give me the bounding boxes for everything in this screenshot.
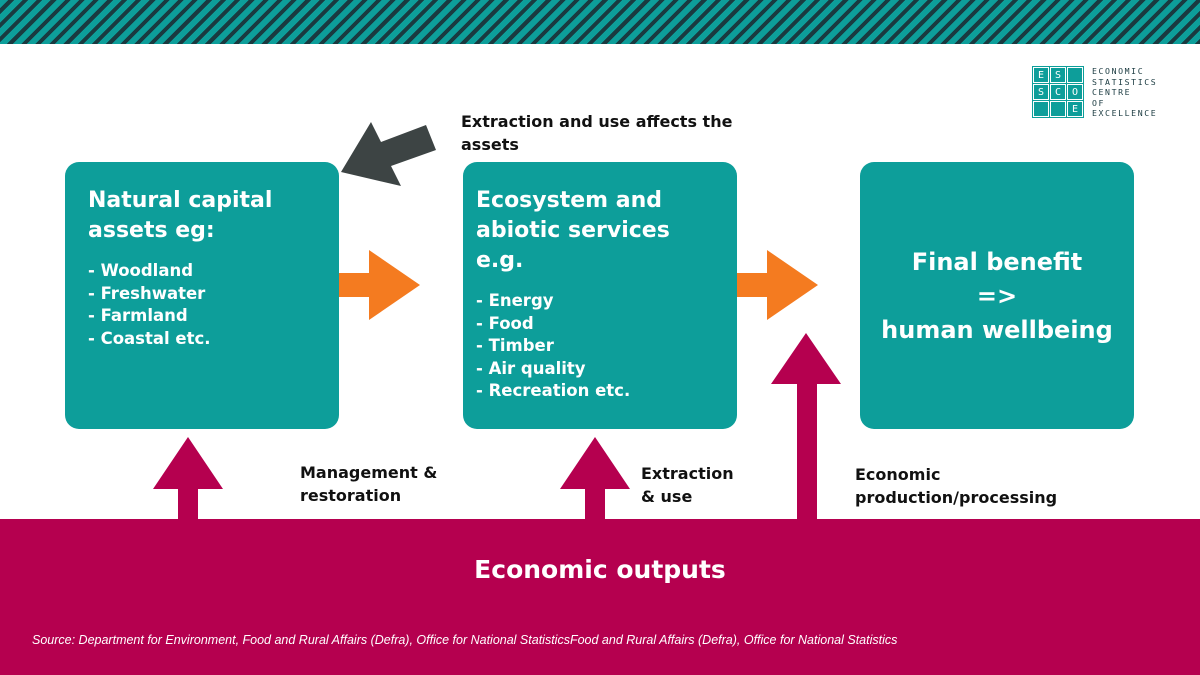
box-title-line: Ecosystem and [476,188,662,213]
label-line: Extraction [641,464,734,483]
box-title-line: abiotic services e.g. [476,218,670,273]
orange-right-arrow-2 [737,250,818,320]
natural-capital-box: Natural capital assets eg: - Woodland - … [65,162,339,429]
logo-cell [1033,101,1049,117]
logo-cell [1050,101,1066,117]
top-stripe-banner [0,0,1200,44]
logo-text: ECONOMIC STATISTICS CENTRE OF EXCELLENCE [1092,66,1157,119]
box-title-line: assets eg: [88,218,215,243]
logo-text-line: OF [1092,97,1106,108]
logo-cell: S [1033,84,1049,100]
magenta-up-arrow-management [153,437,223,522]
dark-feedback-arrow [341,122,436,186]
magenta-up-arrow-production [771,333,841,522]
final-benefit-line: human wellbeing [881,315,1113,344]
final-benefit-box: Final benefit => human wellbeing [860,162,1134,429]
list-item: - Woodland [88,261,194,280]
list-item: - Freshwater [88,283,206,303]
logo-cell: O [1067,84,1083,100]
list-item: - Coastal etc. [88,328,211,348]
esco-logo: E S S C O E ECONOMIC STATISTICS CENTRE O… [1032,66,1157,119]
label-economic-production: Economic production/processing [855,463,1057,509]
label-extraction-affects: Extraction and use affects the assets [461,110,732,156]
list-item: - Timber [476,336,554,355]
list-item: - Food [476,313,534,333]
ecosystem-services-box: Ecosystem and abiotic services e.g. - En… [463,162,737,429]
economic-outputs-band [0,519,1200,675]
logo-text-line: EXCELLENCE [1092,108,1158,118]
logo-text-line: ECONOMIC [1092,66,1145,76]
box-title-line: Natural capital [88,188,273,213]
logo-cell: E [1067,101,1083,117]
label-extraction-use: Extraction & use [641,462,734,508]
list-item: - Energy [476,291,554,310]
label-management-restoration: Management & restoration [300,461,437,507]
final-benefit-content: Final benefit => human wellbeing [860,162,1134,429]
logo-text-line: STATISTICS [1092,76,1158,87]
logo-cell: E [1033,67,1049,83]
logo-text-line: CENTRE [1092,87,1132,97]
logo-cell [1067,67,1083,83]
list-item: - Recreation etc. [476,381,631,400]
ecosystem-services-list: - Energy - Food - Timber - Air quality -… [476,290,723,403]
orange-right-arrow-1 [339,250,420,320]
natural-capital-list: - Woodland - Freshwater - Farmland - Coa… [88,260,319,350]
logo-grid: E S S C O E [1032,66,1084,118]
label-line: production/processing [855,488,1058,507]
list-item: - Farmland [88,306,188,325]
list-item: - Air quality [476,358,586,378]
logo-cell: C [1050,84,1066,100]
final-benefit-line: => [976,281,1018,310]
logo-cell: S [1050,67,1066,83]
final-benefit-line: Final benefit [911,247,1083,276]
label-line: Management & [300,463,438,482]
label-line: assets [461,135,519,154]
ecosystem-services-title: Ecosystem and abiotic services e.g. [476,186,723,276]
label-line: Economic [855,465,941,484]
natural-capital-title: Natural capital assets eg: [88,186,319,246]
magenta-up-arrow-extraction [560,437,630,522]
label-line: restoration [300,486,402,505]
label-line: & use [641,487,693,506]
economic-outputs-title: Economic outputs [474,555,726,584]
source-note: Source: Department for Environment, Food… [32,633,898,647]
label-line: Extraction and use affects the [461,112,733,131]
